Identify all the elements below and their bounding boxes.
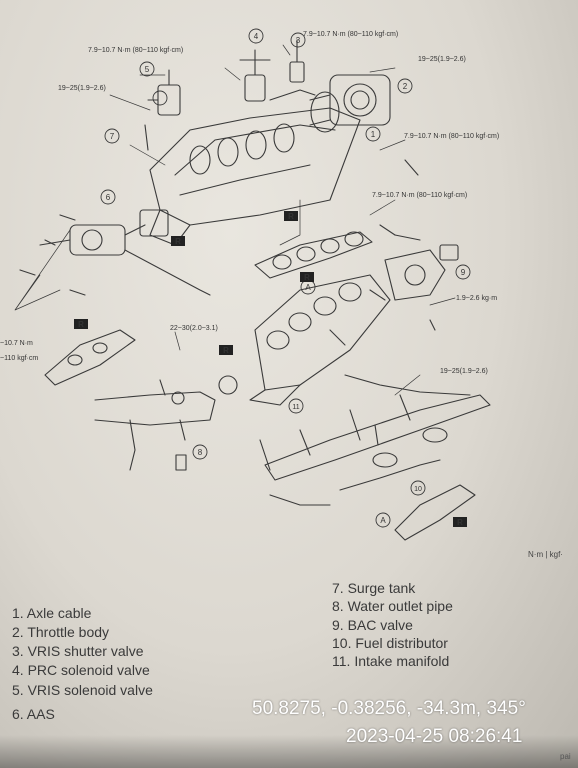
legend-item: 6. AAS: [12, 706, 55, 722]
ref-mark-r: R: [223, 346, 229, 355]
torque-spec-label: 7.9~10.7 N·m (80~110 kgf·cm): [372, 192, 467, 199]
callout-1: 1: [371, 130, 376, 139]
callout-5: 5: [145, 65, 150, 74]
exploded-view-diagram: R R R R R R A A 1 2 3 4 5 6 7 8 9 10 11: [0, 28, 499, 541]
legend-item: 9. BAC valve: [332, 617, 413, 633]
legend-item: 5. VRIS solenoid valve: [12, 682, 153, 698]
legend-item: 2. Throttle body: [12, 624, 110, 640]
ref-mark-a: A: [380, 516, 386, 525]
callout-4: 4: [254, 32, 259, 41]
torque-spec-label: 19~25(1.9~2.6): [418, 56, 466, 63]
throttle-body-part: [309, 74, 391, 133]
torque-spec-label: 7.9~10.7 N·m (80~110 kgf·cm): [303, 31, 398, 38]
torque-spec-label: 7.9~10.7 N·m (80~110 kgf·cm): [88, 47, 183, 54]
fuel-distributor-part: [259, 374, 491, 506]
legend-item: 4. PRC solenoid valve: [12, 662, 150, 678]
callout-9: 9: [461, 268, 466, 277]
bac-valve-part: [369, 234, 459, 301]
gasket-parts: [44, 329, 476, 541]
bolt-parts: [19, 124, 436, 446]
callout-circles: [100, 28, 471, 528]
callout-8: 8: [198, 448, 203, 457]
ref-mark-boxes: [74, 211, 467, 527]
leader-lines: [14, 44, 456, 396]
torque-spec-label: ~110 kgf·cm: [0, 355, 38, 362]
legend-item: 11. Intake manifold: [332, 653, 450, 669]
aas-part: [39, 209, 211, 296]
callout-2: 2: [403, 82, 408, 91]
legend-item: 10. Fuel distributor: [332, 635, 448, 651]
ref-mark-a: A: [305, 283, 311, 292]
callout-6: 6: [106, 193, 111, 202]
timestamp-overlay: 2023-04-25 08:26:41: [346, 726, 523, 747]
callout-7: 7: [110, 132, 115, 141]
page-bottom-shadow: [0, 735, 578, 768]
torque-spec-label: 7.9~10.7 N·m (80~110 kgf·cm): [404, 133, 499, 140]
torque-spec-label: 19~25(1.9~2.6): [440, 368, 488, 375]
ref-mark-r: R: [78, 320, 84, 329]
ref-mark-r: R: [175, 237, 181, 246]
corner-text: pai: [560, 752, 571, 761]
ref-mark-r: R: [288, 212, 294, 221]
torque-spec-label: ~10.7 N·m: [0, 340, 33, 347]
callout-10: 10: [414, 486, 422, 493]
legend-item: 3. VRIS shutter valve: [12, 643, 144, 659]
legend-item: 7. Surge tank: [332, 580, 416, 596]
surge-tank-part: [149, 107, 361, 246]
water-outlet-pipe-part: [94, 375, 238, 471]
torque-spec-label: 22~30(2.0~3.1): [170, 325, 218, 332]
legend-item: 1. Axle cable: [12, 605, 92, 621]
surge-tank-gasket: [254, 231, 373, 279]
ref-mark-r: R: [457, 518, 463, 527]
unit-note: N·m | kgf·: [528, 550, 563, 559]
legend-item: 8. Water outlet pipe: [332, 598, 453, 614]
torque-spec-label: 1.9~2.6 kg·m: [456, 295, 497, 302]
intake-manifold-part: [249, 274, 391, 406]
callout-3: 3: [296, 36, 301, 45]
torque-spec-label: 19~25(1.9~2.6): [58, 85, 106, 92]
ref-mark-r: R: [304, 273, 310, 282]
callout-11: 11: [292, 404, 299, 411]
gps-coordinates-overlay: 50.8275, -0.38256, -34.3m, 345°: [252, 698, 526, 719]
